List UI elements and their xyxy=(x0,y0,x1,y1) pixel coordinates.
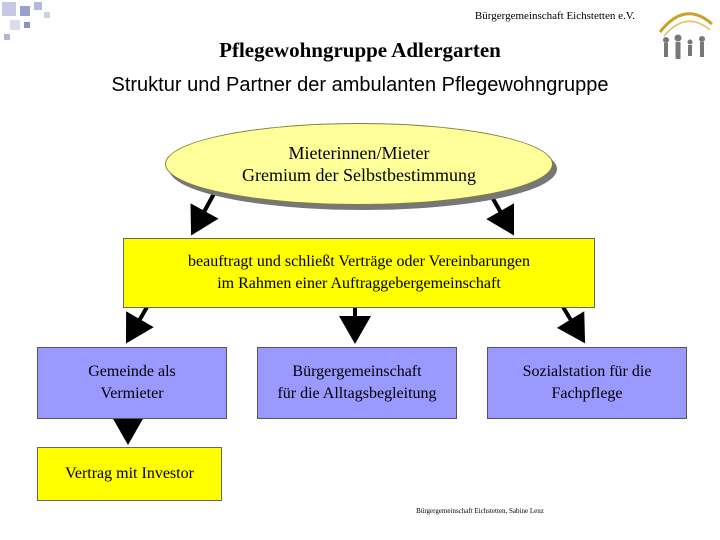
footer-credit: Bürgergemeinschaft Eichstetten, Sabine L… xyxy=(416,507,544,515)
header-organization: Bürgergemeinschaft Eichstetten e.V. xyxy=(474,10,635,22)
partner-sozial-line1: Sozialstation für die xyxy=(522,363,652,380)
contract-box: beauftragt und schließt Verträge oder Ve… xyxy=(123,238,595,308)
investor-box: Vertrag mit Investor xyxy=(37,447,222,501)
contract-line1: beauftragt und schließt Verträge oder Ve… xyxy=(188,253,530,270)
partner-gemeinde-line1: Gemeinde als xyxy=(88,363,176,380)
partner-sozial-box: Sozialstation für die Fachpflege xyxy=(487,347,687,419)
partner-buerger-line1: Bürgergemeinschaft xyxy=(292,363,422,380)
people-walking-logo-icon xyxy=(658,12,713,59)
tenants-line1: Mieterinnen/Mieter xyxy=(288,143,430,163)
partner-gemeinde-box: Gemeinde als Vermieter xyxy=(37,347,227,419)
decorative-squares-icon xyxy=(2,2,50,40)
arrow-ellipse-left xyxy=(190,189,219,236)
page-title: Pflegewohngruppe Adlergarten xyxy=(219,38,501,62)
page-subtitle: Struktur und Partner der ambulanten Pfle… xyxy=(111,74,609,96)
arrow-to-sozial xyxy=(556,305,586,344)
partner-sozial-line2: Fachpflege xyxy=(551,385,623,402)
partner-gemeinde-line2: Vermieter xyxy=(100,385,164,402)
arrow-ellipse-right xyxy=(486,189,514,236)
contract-line2: im Rahmen einer Auftraggebergemeinschaft xyxy=(217,275,501,292)
arrow-to-gemeinde xyxy=(126,306,154,344)
partner-buerger-box: Bürgergemeinschaft für die Alltagsbeglei… xyxy=(257,347,457,419)
partner-buerger-line2: für die Alltagsbegleitung xyxy=(277,385,437,402)
tenants-ellipse: Mieterinnen/Mieter Gremium der Selbstbes… xyxy=(165,123,553,205)
tenants-line2: Gremium der Selbstbestimmung xyxy=(242,165,476,185)
